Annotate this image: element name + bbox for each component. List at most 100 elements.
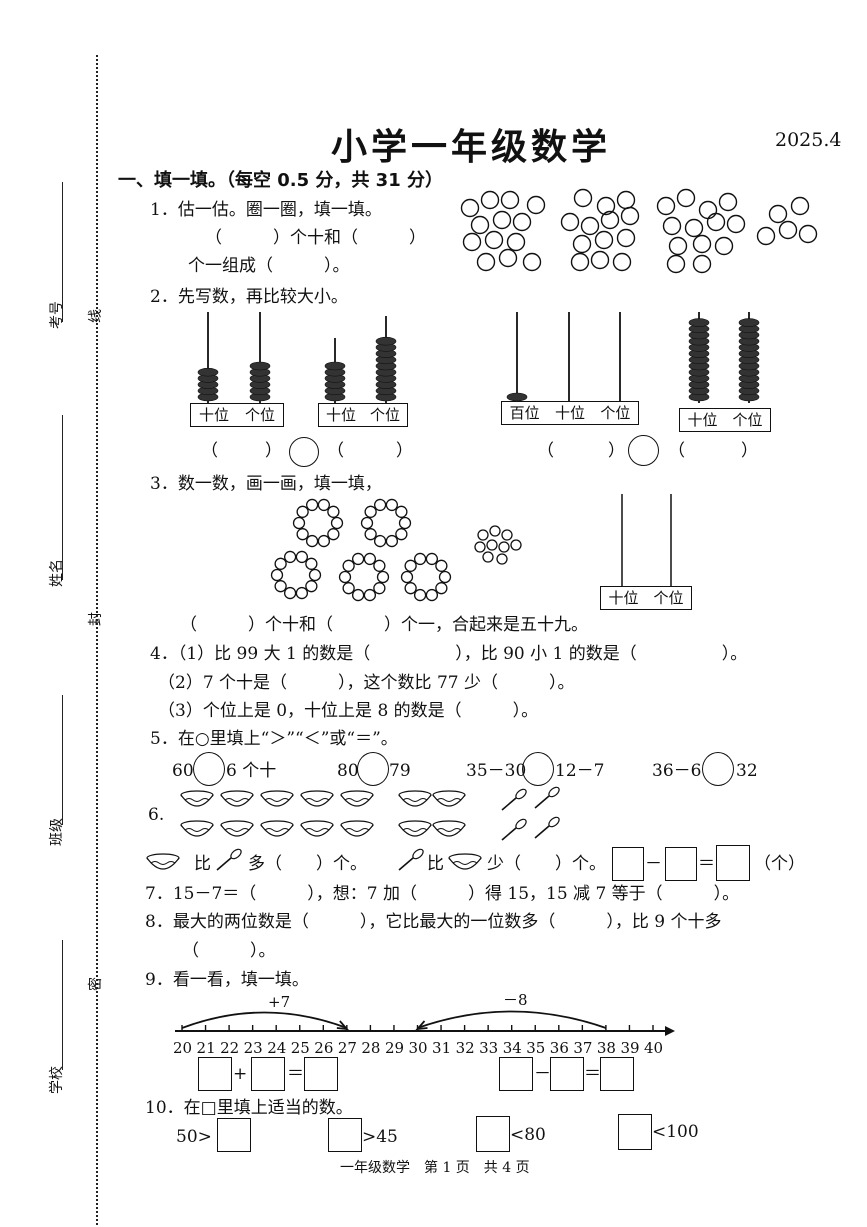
q5-compare-circle-3[interactable] — [522, 752, 554, 786]
seal-char-feng: 封 — [88, 612, 104, 626]
counting-circle — [612, 252, 632, 272]
ring-bead — [363, 552, 377, 566]
plus-7-jump-arc — [181, 1011, 348, 1029]
loose-bead — [498, 541, 510, 553]
q5-compare-circle-1[interactable] — [193, 752, 225, 786]
ring-bead — [385, 498, 399, 512]
tick-label: 27 — [337, 1039, 357, 1057]
ring-bead — [398, 516, 412, 530]
ring-bead — [425, 588, 439, 602]
q10-box-1[interactable] — [217, 1118, 251, 1152]
q2-answer-blank-4-open: （ — [668, 441, 685, 461]
q9-box-4[interactable] — [499, 1057, 533, 1091]
tens-label: 十位 — [198, 406, 229, 424]
q10-item-4-post: <100 — [652, 1122, 699, 1142]
q8-line2: （ ）。 — [182, 941, 276, 961]
q9-box-3[interactable] — [304, 1057, 338, 1091]
q9-box-2[interactable] — [251, 1057, 285, 1091]
q5-compare-circle-4[interactable] — [702, 752, 734, 786]
counting-circle — [470, 215, 490, 235]
q1-blank-line-2: 个一组成（ ）。 — [188, 256, 350, 276]
seal-char-mi: 密 — [88, 977, 104, 991]
counting-circle — [580, 216, 600, 236]
counting-circle — [492, 210, 512, 230]
counting-circle — [718, 192, 738, 212]
ring-bead — [295, 550, 309, 564]
minus-8-jump-arc — [417, 1010, 607, 1029]
school-blank — [62, 940, 63, 1070]
ring-bead — [425, 552, 439, 566]
counting-circle — [500, 190, 520, 210]
q6-text-b: 多（ ）个。 — [248, 854, 367, 874]
tick-label: 22 — [220, 1039, 240, 1057]
q10-box-2[interactable] — [328, 1118, 362, 1152]
q9-box-5[interactable] — [550, 1057, 584, 1091]
tens-label: 十位 — [325, 406, 356, 424]
q6-text-d: 少（ ）个。 — [487, 854, 606, 874]
q10-box-4[interactable] — [618, 1114, 652, 1150]
seal-char-xian: 线 — [88, 309, 104, 323]
q6-answer-box-3[interactable] — [716, 845, 750, 881]
ring-bead — [364, 528, 377, 541]
ring-bead — [296, 505, 309, 518]
ring-bead — [338, 570, 352, 584]
abacus-3-place-labels: 百位十位个位 — [501, 401, 639, 425]
q3-abacus-rods — [621, 494, 672, 586]
q4-part1: 4．（1）比 99 大 1 的数是（ ），比 90 小 1 的数是（ ）。 — [150, 644, 748, 664]
q5-item-4-right: 32 — [736, 761, 758, 781]
q2-answer-blank-2-open: （ — [327, 441, 344, 461]
bowl-icon — [432, 790, 466, 807]
q2-abacus-group — [197, 312, 760, 403]
tick-label: 28 — [361, 1039, 381, 1057]
counting-circle — [616, 190, 636, 210]
counting-circle — [616, 228, 636, 248]
q9-number-line — [175, 1010, 675, 1036]
q5-compare-circle-2[interactable] — [357, 752, 389, 786]
tick-label: 21 — [196, 1039, 216, 1057]
ring-bead — [438, 570, 452, 584]
ring-bead — [351, 588, 365, 602]
ring-bead — [327, 505, 340, 518]
class-label: 班级 — [49, 818, 65, 846]
counting-circle — [526, 195, 546, 215]
tick-label: 29 — [384, 1039, 405, 1057]
q9-box-6[interactable] — [600, 1057, 634, 1091]
q9-box-1[interactable] — [198, 1057, 232, 1091]
q3-bead-rings — [270, 498, 522, 602]
exam-no-blank — [62, 182, 63, 322]
loose-bead — [489, 525, 501, 537]
ring-bead — [376, 570, 390, 584]
q6-answer-box-1[interactable] — [612, 847, 644, 881]
abacus-bead — [375, 336, 397, 346]
hundreds-label: 百位 — [509, 404, 540, 422]
minus-8-arrowhead — [415, 1020, 428, 1031]
q2-compare-circle-1[interactable] — [289, 437, 319, 467]
ring-bead — [435, 582, 448, 595]
q10-box-3[interactable] — [476, 1116, 510, 1152]
counting-circle — [768, 204, 788, 224]
bowl-icon — [448, 853, 482, 870]
counting-circle — [790, 196, 810, 216]
class-blank — [62, 695, 63, 825]
counting-circle — [662, 216, 682, 236]
bowl-icon — [398, 820, 432, 837]
q6-minus: － — [645, 854, 662, 874]
counting-circle — [506, 232, 526, 252]
tick-label: 35 — [526, 1039, 546, 1057]
counting-circle — [656, 196, 676, 216]
q2-compare-circle-2[interactable] — [628, 435, 659, 466]
counting-circle — [692, 254, 712, 274]
q6-answer-box-2[interactable] — [665, 847, 697, 881]
q10-item-3-post: <80 — [510, 1125, 546, 1145]
ring-bead — [308, 568, 322, 582]
ring-bead — [305, 498, 319, 512]
counting-circle — [726, 214, 746, 234]
q9-minus-sign: － — [534, 1064, 551, 1084]
tick-label: 32 — [455, 1039, 475, 1057]
q6-equals: ＝ — [698, 854, 715, 874]
tick-label: 33 — [479, 1039, 499, 1057]
ring-bead — [395, 528, 408, 541]
name-blank — [62, 415, 63, 580]
q3-place-labels: 十位个位 — [600, 586, 692, 610]
ring-bead — [385, 534, 399, 548]
